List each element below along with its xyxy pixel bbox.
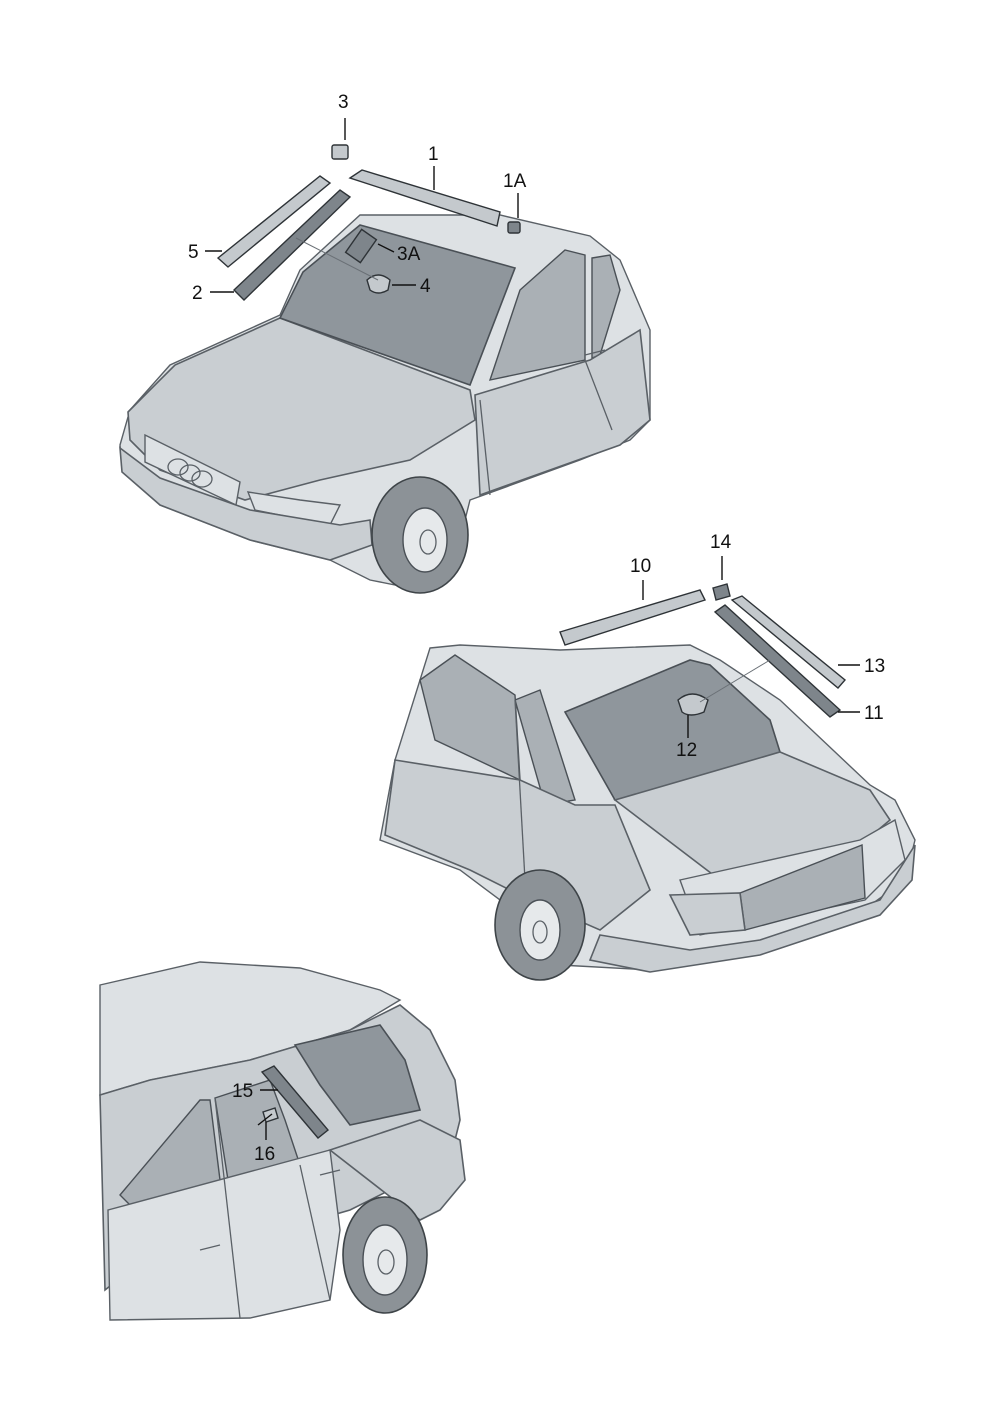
front-car-illustration	[119, 214, 651, 594]
part-3a-bracket	[344, 228, 378, 264]
rear-callouts: 10 14 13 11 12	[630, 532, 885, 761]
callout-2: 2	[192, 283, 203, 304]
part-11-strip	[713, 604, 842, 718]
callout-5: 5	[188, 242, 199, 263]
part-2-strip	[232, 189, 352, 301]
callout-11: 11	[864, 703, 884, 724]
callout-15: 15	[232, 1081, 253, 1102]
callout-1: 1	[428, 144, 439, 165]
wagon-parts	[257, 1065, 329, 1139]
callout-12: 12	[676, 740, 697, 761]
part-14-clip	[712, 583, 731, 601]
wagon-callouts: 15 16	[232, 1081, 278, 1165]
callout-3: 3	[338, 92, 349, 113]
rear-car-illustration	[379, 644, 916, 981]
part-10-roof-trim	[559, 589, 706, 646]
callout-4: 4	[420, 276, 431, 297]
callout-1a: 1A	[503, 171, 527, 192]
callout-16: 16	[254, 1144, 275, 1165]
front-parts	[216, 144, 521, 301]
part-5-strip	[216, 175, 332, 268]
callout-14: 14	[710, 532, 732, 553]
part-13-strip	[730, 595, 847, 689]
rear-parts	[559, 583, 847, 718]
callout-3a: 3A	[397, 244, 421, 265]
callout-10: 10	[630, 556, 651, 577]
part-3-cap	[331, 144, 349, 160]
part-15-trim	[260, 1065, 329, 1139]
front-callouts: 3 1 1A 5 2 3A 4	[188, 92, 527, 304]
wagon-illustration	[99, 961, 466, 1321]
part-1a-clip	[507, 221, 521, 234]
part-4-clip	[366, 274, 391, 294]
callout-13: 13	[864, 656, 885, 677]
part-12-clip	[677, 693, 709, 716]
part-1-roof-trim	[348, 169, 501, 227]
